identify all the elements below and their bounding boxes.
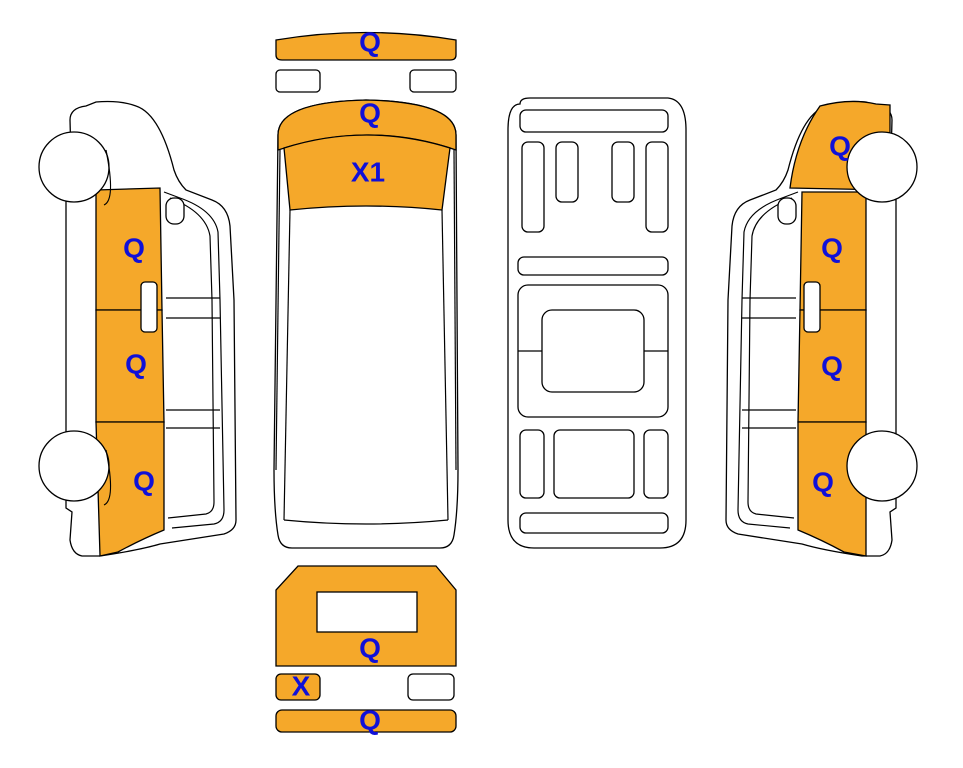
rear-lamp-right[interactable] xyxy=(407,673,455,701)
right-rear-panel-label: Q xyxy=(812,466,834,497)
left-side-view: Q Q Q xyxy=(38,100,237,557)
left-middle-panel-label: Q xyxy=(125,348,147,379)
front-bumper-label: Q xyxy=(359,26,381,57)
right-lower-middle-panel-label: Q xyxy=(821,350,843,381)
windshield-label: X1 xyxy=(351,156,385,187)
front-view: Q xyxy=(275,26,457,93)
left-rear-wheel[interactable] xyxy=(38,430,110,502)
right-front-panel-label: Q xyxy=(829,130,851,161)
top-view: Q X1 xyxy=(273,97,459,549)
front-lamp-left[interactable] xyxy=(275,69,321,93)
right-middle-panel-label: Q xyxy=(821,232,843,263)
right-front-wheel[interactable] xyxy=(846,131,918,203)
rear-bumper[interactable] xyxy=(275,709,457,733)
left-front-wheel[interactable] xyxy=(38,131,110,203)
front-bumper[interactable] xyxy=(275,31,457,61)
rear-lamp-left[interactable] xyxy=(275,673,321,701)
front-lamp-right[interactable] xyxy=(409,69,457,93)
windshield[interactable] xyxy=(283,134,451,211)
right-rear-wheel[interactable] xyxy=(846,430,918,502)
rear-lamp-left-label: X xyxy=(292,670,311,701)
rear-door-label: Q xyxy=(359,632,381,663)
underbody-view xyxy=(507,97,687,549)
right-side-view: Q Q Q Q xyxy=(725,100,918,557)
rear-bumper-label: Q xyxy=(359,704,381,735)
hood-label: Q xyxy=(359,97,381,128)
left-rear-panel[interactable] xyxy=(95,421,165,557)
rear-window[interactable] xyxy=(316,591,418,633)
left-rear-panel-label: Q xyxy=(133,465,155,496)
left-front-panel-label: Q xyxy=(123,232,145,263)
rear-view: Q X Q xyxy=(275,565,457,735)
